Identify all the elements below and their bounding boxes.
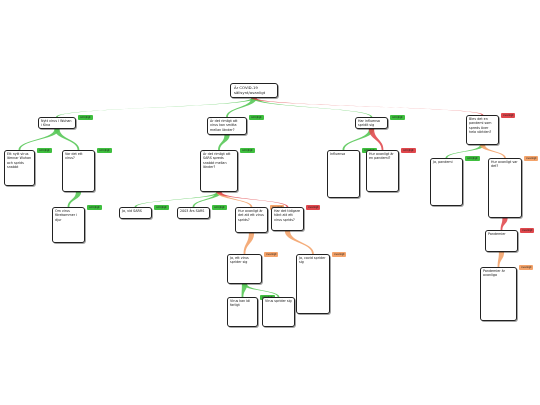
- connector-n3-n3a: [342, 129, 375, 150]
- connector-root-n3: [251, 98, 373, 117]
- connector-n2a-n2a1: [134, 192, 222, 207]
- topic-node-text: Har influensa spridit sig mellan länder?: [358, 119, 382, 128]
- status-badge: omöjligt: [401, 148, 416, 153]
- detail-node-text: Pandemier: [488, 232, 506, 236]
- connector-n4-n4a: [445, 145, 486, 158]
- connector-n2a3a-n2a3a2: [241, 284, 280, 297]
- subtopic-node-text: Var det ett virus?: [65, 152, 83, 161]
- detail-node-text: Ja, covid sprider sig: [299, 256, 326, 265]
- connector-n2a-n2a4: [216, 192, 289, 207]
- status-badge: omöjligt: [37, 148, 52, 153]
- connector-n4b1-n4b1a: [497, 252, 505, 267]
- detail-node[interactable]: Virus sprider sig: [262, 297, 295, 327]
- detail-node[interactable]: Om virus förekommer i djur: [52, 207, 85, 243]
- detail-node-text: Pandemier är ovanliga: [483, 269, 506, 278]
- status-badge: omöjligt: [249, 115, 264, 120]
- status-badge: omöjligt: [154, 205, 169, 210]
- subtopic-node[interactable]: Var det ett virus?: [62, 150, 95, 192]
- connector-n1-n1a: [18, 129, 60, 150]
- topic-node-text: Nytt virus i Wuhan i Kina: [41, 119, 72, 128]
- detail-node-text: Ja, vid SARS: [122, 209, 142, 213]
- detail-node-text: Hur ovanligt är det att ett virus sprids…: [238, 209, 264, 222]
- connector-n1-n1b: [54, 129, 80, 150]
- detail-node[interactable]: Virus kan bli farligt: [227, 297, 258, 327]
- connector-n2a4-n2a4a: [284, 231, 314, 254]
- subtopic-node[interactable]: Hur ovanligt är en pandemi?: [366, 150, 399, 192]
- status-badge: ovanligt: [306, 205, 321, 210]
- status-badge: ovanligt: [501, 113, 516, 118]
- topic-node-text: Är det rimligt att virus kan smitta mell…: [210, 119, 238, 132]
- subtopic-node[interactable]: Ja, pandemi: [430, 158, 463, 206]
- status-badge: omöjligt: [97, 148, 112, 153]
- subtopic-node-text: Ett nytt virus lämnar Wuhan och sprids s…: [7, 152, 32, 169]
- status-badge: omöjligt: [87, 205, 102, 210]
- subtopic-node-text: Influensa: [330, 152, 346, 156]
- detail-node[interactable]: 2003 års SARS: [177, 207, 210, 219]
- root-node-text: Är COVID-19 sällsynt/ovanligt: [234, 85, 266, 95]
- status-badge: ovanligt: [519, 265, 534, 270]
- status-badge: omöjligt: [212, 205, 227, 210]
- connector-n2a3-n2a3a: [243, 233, 255, 254]
- detail-node[interactable]: Ja, ett virus sprider sig: [227, 254, 262, 284]
- status-badge: omöjligt: [78, 115, 93, 120]
- detail-node[interactable]: Pandemier: [485, 230, 518, 252]
- detail-node-text: Virus sprider sig: [265, 299, 292, 303]
- status-badge: ovanligt: [520, 228, 535, 233]
- detail-node[interactable]: Pandemier är ovanliga: [480, 267, 517, 321]
- connector-n2a-n2a3: [216, 192, 253, 207]
- connector-root-n4: [251, 98, 484, 115]
- detail-node-text: Virus kan bli farligt: [230, 299, 251, 308]
- subtopic-node[interactable]: Är det rimligt att SARS spreds snabbt me…: [200, 150, 238, 192]
- connector-root-n2: [226, 98, 257, 117]
- status-badge: omöjligt: [240, 148, 255, 153]
- detail-node[interactable]: Ja, covid sprider sig: [296, 254, 330, 314]
- topic-node[interactable]: Blev det en pandemi som spreds över hela…: [466, 115, 499, 145]
- subtopic-node[interactable]: Hur ovanligt var det?: [488, 158, 522, 218]
- topic-node[interactable]: Har influensa spridit sig mellan länder?: [355, 117, 388, 129]
- status-badge: omöjligt: [465, 156, 480, 161]
- topic-node[interactable]: Nytt virus i Wuhan i Kina: [38, 117, 76, 129]
- detail-node-text: Har det tidigare hänt att ett virus spri…: [274, 209, 301, 222]
- detail-node-text: 2003 års SARS: [180, 209, 205, 213]
- subtopic-node-text: Är det rimligt att SARS spreds snabbt me…: [203, 152, 231, 169]
- status-badge: omöjligt: [390, 115, 405, 120]
- connector-n4b-n4b1: [500, 218, 508, 230]
- topic-node-text: Blev det en pandemi som spreds över hela…: [469, 117, 492, 134]
- status-badge: ovanligt: [524, 156, 539, 161]
- status-badge: ovanligt: [264, 252, 279, 257]
- subtopic-node[interactable]: Ett nytt virus lämnar Wuhan och sprids s…: [4, 150, 35, 186]
- subtopic-node-text: Ja, pandemi: [433, 160, 453, 164]
- root-node[interactable]: Är COVID-19 sällsynt/ovanligt: [230, 83, 278, 98]
- subtopic-node[interactable]: Influensa: [327, 150, 360, 198]
- detail-node-text: Ja, ett virus sprider sig: [230, 256, 249, 265]
- detail-node[interactable]: Hur ovanligt är det att ett virus sprids…: [235, 207, 268, 233]
- connector-root-n1: [56, 98, 257, 117]
- connector-n3-n3b: [368, 129, 384, 150]
- subtopic-node-text: Hur ovanligt är en pandemi?: [369, 152, 394, 161]
- status-badge: ovanligt: [332, 252, 347, 257]
- connector-n2-n2a: [218, 135, 230, 150]
- connector-n4-n4b: [479, 145, 506, 158]
- subtopic-node-text: Hur ovanligt var det?: [491, 160, 518, 169]
- detail-node-text: Om virus förekommer i djur: [55, 209, 78, 222]
- topic-node[interactable]: Är det rimligt att virus kan smitta mell…: [207, 117, 247, 135]
- detail-node[interactable]: Ja, vid SARS: [119, 207, 152, 219]
- connector-n1b-n1b1: [67, 192, 82, 207]
- connector-n2a-n2a2: [192, 192, 222, 207]
- detail-node[interactable]: Har det tidigare hänt att ett virus spri…: [271, 207, 304, 231]
